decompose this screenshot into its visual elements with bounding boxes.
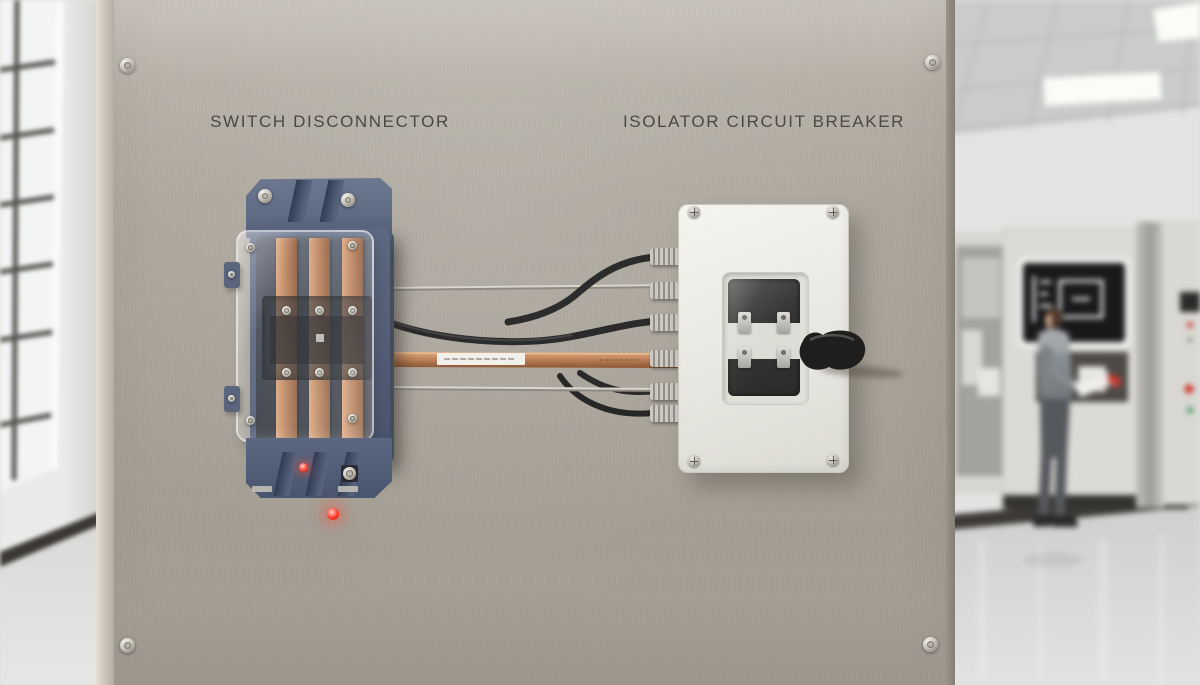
disconnector-status-led bbox=[299, 463, 308, 472]
cable-gland-4 bbox=[650, 350, 681, 367]
cover-screw bbox=[348, 241, 357, 250]
cable-gland-5 bbox=[650, 383, 681, 400]
breaker-screw-top-right bbox=[827, 206, 839, 218]
tab-screw bbox=[228, 271, 235, 278]
terminal-strip bbox=[252, 486, 272, 492]
mechanism-screw bbox=[282, 368, 291, 377]
technician bbox=[1023, 307, 1118, 568]
panel-screw-bottom-right bbox=[923, 637, 938, 652]
cable-gland-2 bbox=[650, 282, 681, 299]
mechanism-screw bbox=[315, 368, 324, 377]
top-terminal-screw-2 bbox=[341, 193, 355, 207]
cable-main bbox=[378, 316, 664, 346]
indicator-green bbox=[1187, 407, 1193, 413]
mechanism-screw bbox=[348, 368, 357, 377]
cabinet-gap-shadow bbox=[1136, 222, 1164, 508]
cable-lower-2 bbox=[557, 373, 655, 417]
panel-screw-bottom-left bbox=[120, 638, 135, 653]
breaker-window-gloss bbox=[728, 279, 800, 396]
mechanism-screw bbox=[315, 306, 324, 315]
panel-screw-top-right bbox=[925, 55, 940, 70]
mechanism-screw bbox=[348, 306, 357, 315]
breaker-screw-bottom-right bbox=[827, 454, 839, 466]
panel-left-bevel bbox=[96, 0, 114, 685]
mechanism-center-tag bbox=[316, 334, 324, 342]
ceiling bbox=[948, 0, 1200, 135]
floor-reflections bbox=[978, 535, 1164, 685]
breaker-screw-bottom-left bbox=[688, 455, 700, 467]
disconnector-transparent-cover bbox=[236, 230, 374, 442]
tab-screw bbox=[228, 395, 235, 402]
breaker-rotary-handle bbox=[799, 330, 866, 370]
indicator-red-large bbox=[1184, 384, 1194, 394]
panel-status-led bbox=[327, 508, 339, 520]
breaker-handle-layer bbox=[799, 330, 866, 370]
cover-screw bbox=[348, 414, 357, 423]
label-isolator-circuit-breaker: ISOLATOR CIRCUIT BREAKER bbox=[622, 112, 906, 131]
breaker-screw-top-left bbox=[688, 206, 700, 218]
indicator-red bbox=[1187, 322, 1193, 328]
breaker-contact-clip bbox=[738, 312, 751, 333]
cabinet-left-module bbox=[978, 368, 1000, 396]
breaker-contact-clip bbox=[777, 347, 790, 368]
panel-screw-top-left bbox=[120, 58, 135, 73]
breaker-contact-clip bbox=[738, 347, 751, 368]
cable-gland-3 bbox=[650, 314, 681, 331]
cable-upper-arc bbox=[504, 253, 660, 326]
indicator-gray bbox=[1187, 337, 1193, 343]
label-switch-disconnector: SWITCH DISCONNECTOR bbox=[210, 112, 450, 131]
panel-right-edge bbox=[946, 0, 955, 685]
terminal-strip bbox=[338, 486, 358, 492]
cabinet-right bbox=[1162, 220, 1200, 505]
cable-main-highlight bbox=[389, 320, 573, 342]
left-baseboard bbox=[0, 512, 100, 567]
bottom-terminal-screw bbox=[343, 467, 356, 480]
cabinet-right-slot bbox=[1180, 292, 1200, 312]
connection-rods bbox=[379, 284, 669, 392]
ceiling-light-panel bbox=[1043, 72, 1162, 106]
display-schematic bbox=[1032, 276, 1104, 322]
cover-screw bbox=[246, 243, 255, 252]
breaker-contact-clip bbox=[777, 312, 790, 333]
cabinet-left-module bbox=[962, 330, 982, 385]
cover-screw bbox=[246, 416, 255, 425]
mechanism-screw bbox=[282, 306, 291, 315]
cable-gland-1 bbox=[650, 248, 681, 265]
cabinet-left-module bbox=[962, 258, 1000, 318]
busbar-highlight bbox=[377, 352, 685, 355]
cover-hinge-tab-bottom bbox=[224, 386, 240, 412]
left-floor bbox=[0, 525, 112, 685]
right-floor bbox=[948, 506, 1200, 685]
background-control-room bbox=[948, 0, 1200, 685]
top-terminal-screw-1 bbox=[258, 189, 272, 203]
window-mullions bbox=[0, 0, 56, 481]
cable-gland-6 bbox=[650, 405, 681, 422]
handle-highlight bbox=[809, 333, 855, 342]
cover-hinge-tab-top bbox=[224, 262, 240, 288]
window-frame-highlight bbox=[50, 0, 64, 471]
ceiling-light-panel-2 bbox=[1153, 2, 1200, 42]
